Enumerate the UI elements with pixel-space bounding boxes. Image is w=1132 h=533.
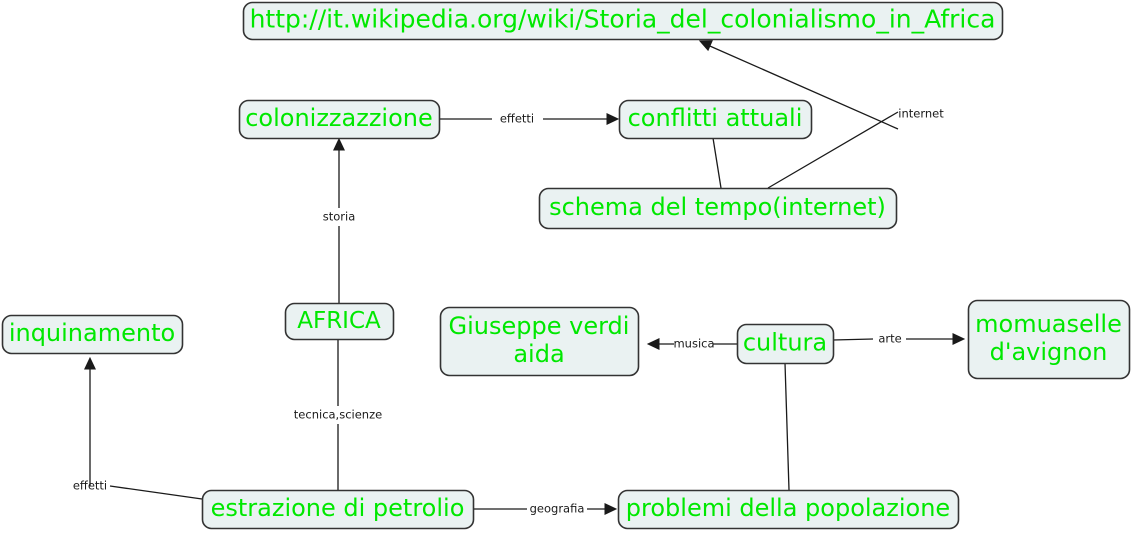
link-label: tecnica,scienze bbox=[294, 408, 382, 422]
link-africa-colonizzazione[interactable]: storia bbox=[323, 137, 356, 303]
node-estrazione[interactable]: estrazione di petrolio bbox=[201, 489, 475, 530]
node-label: schema del tempo(internet) bbox=[549, 193, 886, 221]
link-estrazione-problemi[interactable]: geografia bbox=[473, 502, 618, 516]
link-line bbox=[832, 338, 960, 341]
link-line bbox=[784, 362, 790, 491]
arrowhead-icon bbox=[333, 137, 345, 151]
node-box bbox=[284, 302, 395, 341]
link-line bbox=[702, 42, 899, 189]
link-estrazione-africa[interactable]: tecnica,scienze bbox=[294, 339, 382, 490]
node-box bbox=[439, 306, 640, 377]
node-problemi[interactable]: problemi della popolazione bbox=[617, 489, 960, 530]
node-box bbox=[617, 489, 960, 530]
link-label: effetti bbox=[500, 112, 534, 126]
node-box bbox=[238, 99, 441, 140]
link-cultura-momuaselle[interactable]: arte bbox=[832, 332, 966, 346]
node-label: estrazione di petrolio bbox=[211, 494, 465, 522]
link-line bbox=[89, 365, 203, 500]
link-schema-url[interactable]: internet bbox=[698, 40, 944, 189]
node-label: colonizzazzione bbox=[245, 104, 433, 132]
node-label: problemi della popolazione bbox=[626, 494, 950, 522]
links-layer: effetti internet storia tecnica,scienze effe… bbox=[73, 40, 966, 516]
link-cultura-problemi[interactable] bbox=[784, 362, 790, 491]
node-label: conflitti attuali bbox=[628, 104, 803, 132]
link-estrazione-inquinamento[interactable]: effetti bbox=[73, 356, 203, 500]
link-label: storia bbox=[323, 210, 356, 224]
node-label: http://it.wikipedia.org/wiki/Storia_del_… bbox=[250, 5, 996, 34]
node-box bbox=[242, 1, 1004, 41]
link-colonizzazione-conflitti[interactable]: effetti bbox=[440, 112, 620, 126]
node-colonizzazione[interactable]: colonizzazzione bbox=[238, 99, 441, 140]
arrowhead-icon bbox=[952, 333, 966, 345]
arrowhead-icon bbox=[604, 503, 618, 515]
link-label: arte bbox=[878, 332, 901, 346]
link-label: effetti bbox=[73, 479, 107, 493]
node-box bbox=[967, 299, 1131, 380]
link-conflitti-schema[interactable] bbox=[712, 137, 722, 189]
link-label: musica bbox=[673, 337, 714, 351]
arrowhead-icon bbox=[646, 338, 660, 350]
node-box bbox=[736, 323, 835, 365]
node-box bbox=[1, 314, 184, 355]
node-box bbox=[538, 187, 898, 230]
node-africa[interactable]: AFRICA bbox=[284, 302, 395, 341]
node-label: AFRICA bbox=[297, 308, 381, 334]
node-url[interactable]: http://it.wikipedia.org/wiki/Storia_del_… bbox=[242, 1, 1004, 41]
node-conflitti[interactable]: conflitti attuali bbox=[618, 99, 813, 140]
node-label: cultura bbox=[743, 329, 827, 357]
node-cultura[interactable]: cultura bbox=[736, 323, 835, 365]
node-schema[interactable]: schema del tempo(internet) bbox=[538, 187, 898, 230]
node-box bbox=[201, 489, 475, 530]
arrowhead-icon bbox=[698, 40, 713, 52]
arrowhead-icon bbox=[84, 356, 96, 370]
link-label: internet bbox=[898, 107, 944, 121]
link-cultura-giuseppe[interactable]: musica bbox=[646, 337, 737, 351]
link-label: geografia bbox=[530, 502, 585, 516]
arrowhead-icon bbox=[606, 113, 620, 125]
node-label: inquinamento bbox=[9, 319, 175, 347]
node-box bbox=[618, 99, 813, 140]
node-inquinamento[interactable]: inquinamento bbox=[1, 314, 184, 355]
link-line bbox=[712, 137, 722, 189]
